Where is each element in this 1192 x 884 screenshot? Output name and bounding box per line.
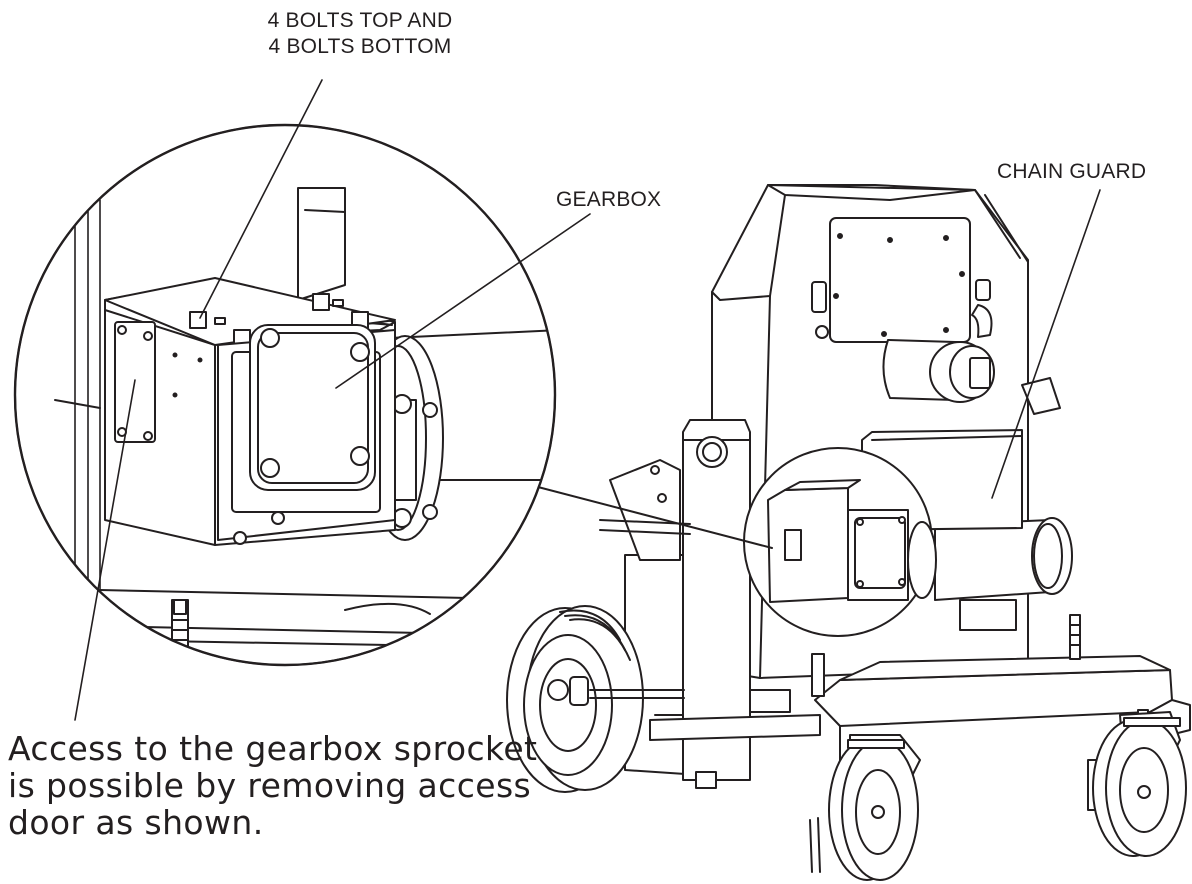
access-note-line1: Access to the gearbox sprocket (8, 729, 538, 768)
machine-assembly (506, 184, 1191, 881)
large-wheel (506, 605, 685, 793)
access-note: Access to the gearbox sprocket is possib… (8, 730, 537, 841)
small-detail-circle (743, 447, 937, 637)
bolts-callout-line2: 4 BOLTS BOTTOM (268, 35, 452, 58)
drive-tube (934, 517, 1073, 631)
detail-magnified-view (13, 123, 557, 667)
bolts-callout-line1: 4 BOLTS TOP AND (267, 9, 453, 32)
lift-arm (599, 419, 751, 789)
top-bolts (189, 293, 369, 345)
inspection-cover (829, 217, 971, 343)
chain-guard-callout: CHAIN GUARD (997, 160, 1147, 183)
bolts-callout: 4 BOLTS TOP AND 4 BOLTS BOTTOM (250, 8, 470, 60)
front-caster (809, 734, 921, 881)
right-caster (1092, 711, 1187, 857)
gearbox-callout: GEARBOX (556, 188, 662, 211)
leader-lines (74, 79, 1101, 721)
access-note-line3: door as shown. (8, 803, 264, 842)
access-note-line2: is possible by removing access (8, 766, 532, 805)
